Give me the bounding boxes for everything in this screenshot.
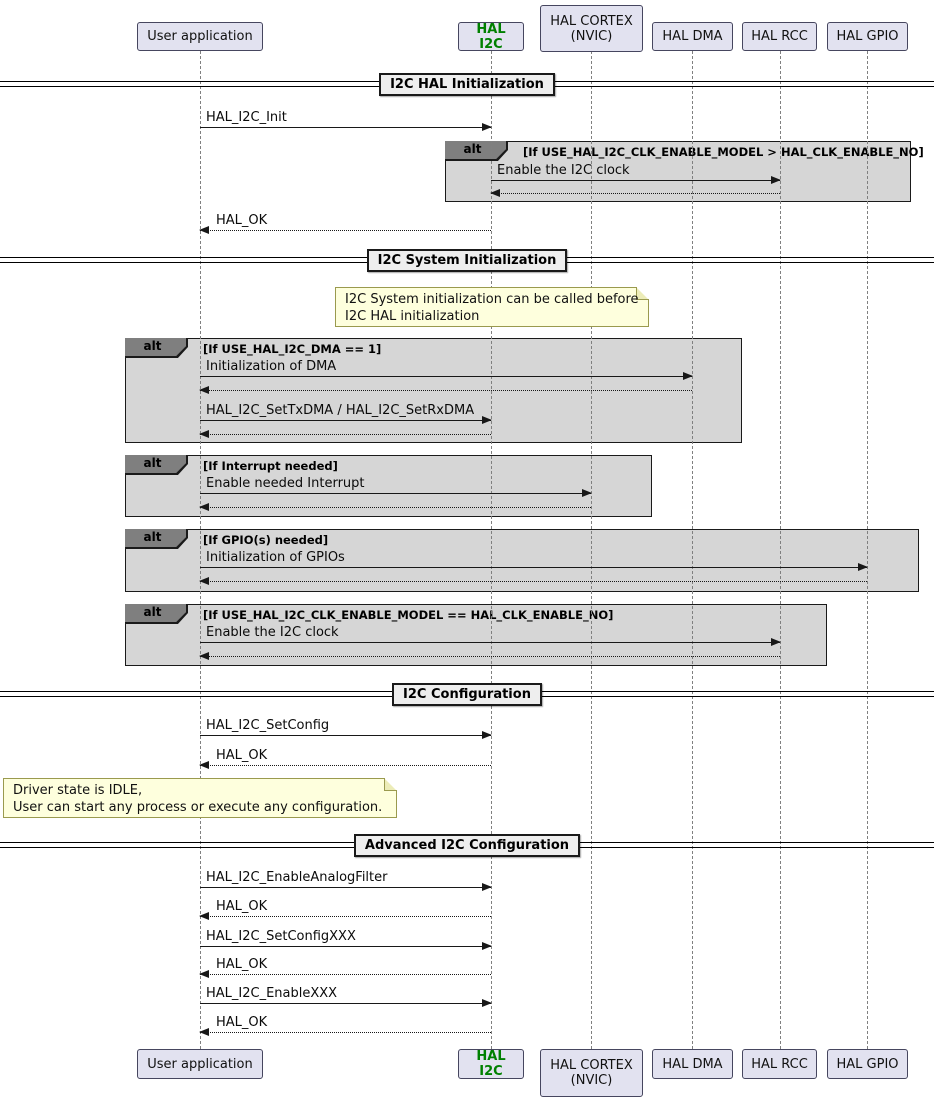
arrowhead-left-icon <box>490 189 500 197</box>
alt-operator-badge: alt <box>125 455 188 475</box>
alt-operator-badge: alt <box>125 529 188 549</box>
message-label: HAL_OK <box>216 957 268 972</box>
arrowhead-right-icon <box>482 999 492 1007</box>
alt-guard: [If USE_HAL_I2C_DMA == 1] <box>203 342 382 356</box>
arrowhead-left-icon <box>199 1028 209 1036</box>
divider-i2c-system-initialization: I2C System Initialization <box>0 248 934 272</box>
message-label: HAL_I2C_EnableAnalogFilter <box>206 870 388 885</box>
arrowhead-right-icon <box>771 638 781 646</box>
participant-hal-i2c-top: HAL I2C <box>458 22 524 52</box>
lifeline-hal-gpio <box>867 51 868 1049</box>
alt-fragment-interrupt: alt [If Interrupt needed] <box>125 455 652 517</box>
message-label: HAL_OK <box>216 748 268 763</box>
arrowhead-left-icon <box>199 577 209 585</box>
lifeline-hal-cortex <box>591 51 592 1049</box>
arrowhead-left-icon <box>199 503 209 511</box>
message-label: Enable the I2C clock <box>497 163 630 178</box>
message-label: HAL_I2C_SetConfigXXX <box>206 929 356 944</box>
message-label: Initialization of DMA <box>206 359 337 374</box>
arrowhead-right-icon <box>482 731 492 739</box>
note-driver-idle: Driver state is IDLE, User can start any… <box>3 778 397 818</box>
divider-advanced-i2c-configuration: Advanced I2C Configuration <box>0 833 934 857</box>
participant-hal-dma-top: HAL DMA <box>652 22 733 51</box>
participant-hal-gpio-top: HAL GPIO <box>827 22 908 51</box>
message-label: HAL_I2C_SetTxDMA / HAL_I2C_SetRxDMA <box>206 403 475 418</box>
message-label: HAL_I2C_Init <box>206 110 287 125</box>
arrowhead-right-icon <box>482 123 492 131</box>
participant-hal-rcc-top: HAL RCC <box>742 22 817 51</box>
arrowhead-right-icon <box>482 883 492 891</box>
message-label: HAL_OK <box>216 899 268 914</box>
participant-hal-dma-bottom: HAL DMA <box>652 1049 733 1079</box>
alt-guard: [If Interrupt needed] <box>203 459 338 473</box>
divider-label: I2C Configuration <box>392 682 542 706</box>
alt-guard: [If GPIO(s) needed] <box>203 533 329 547</box>
alt-operator-badge: alt <box>125 338 188 358</box>
lifeline-hal-rcc <box>780 51 781 1049</box>
arrowhead-left-icon <box>199 761 209 769</box>
message-label: Enable needed Interrupt <box>206 476 365 491</box>
message-label: Enable the I2C clock <box>206 625 339 640</box>
participant-hal-rcc-bottom: HAL RCC <box>742 1049 817 1079</box>
note-system-init: I2C System initialization can be called … <box>335 287 649 327</box>
note-line: Driver state is IDLE, <box>13 783 143 798</box>
note-line: I2C HAL initialization <box>345 309 480 324</box>
participant-hal-cortex-top: HAL CORTEX (NVIC) <box>540 5 643 52</box>
divider-label: I2C HAL Initialization <box>379 72 555 96</box>
participant-user-application-bottom: User application <box>137 1049 263 1079</box>
message-label: Initialization of GPIOs <box>206 550 345 565</box>
participant-hal-gpio-bottom: HAL GPIO <box>827 1049 908 1079</box>
arrowhead-right-icon <box>858 563 868 571</box>
note-fold-icon <box>636 287 649 300</box>
arrowhead-left-icon <box>199 386 209 394</box>
alt-fragment-clk-enable-gt: alt [If USE_HAL_I2C_CLK_ENABLE_MODEL > H… <box>445 141 924 202</box>
arrowhead-left-icon <box>199 226 209 234</box>
alt-fragment-clk-enable-eq: alt [If USE_HAL_I2C_CLK_ENABLE_MODEL == … <box>125 604 827 666</box>
message-label: HAL_OK <box>216 1015 268 1030</box>
lifeline-hal-dma <box>692 51 693 1049</box>
participant-hal-cortex-bottom: HAL CORTEX (NVIC) <box>540 1049 643 1097</box>
message-label: HAL_I2C_SetConfig <box>206 718 330 733</box>
alt-operator-badge: alt <box>445 141 508 161</box>
divider-label: I2C System Initialization <box>366 248 568 272</box>
arrowhead-right-icon <box>683 372 693 380</box>
participant-hal-i2c-bottom: HAL I2C <box>458 1049 524 1079</box>
divider-i2c-configuration: I2C Configuration <box>0 682 934 706</box>
message-label: HAL_OK <box>216 213 268 228</box>
arrowhead-left-icon <box>199 970 209 978</box>
lifeline-user-application <box>200 51 201 1049</box>
divider-i2c-hal-initialization: I2C HAL Initialization <box>0 72 934 96</box>
arrowhead-left-icon <box>199 430 209 438</box>
note-line: User can start any process or execute an… <box>13 800 383 815</box>
note-line: I2C System initialization can be called … <box>345 292 639 307</box>
arrowhead-left-icon <box>199 912 209 920</box>
arrowhead-left-icon <box>199 652 209 660</box>
alt-guard: [If USE_HAL_I2C_CLK_ENABLE_MODEL > HAL_C… <box>523 145 924 159</box>
arrowhead-right-icon <box>582 489 592 497</box>
note-fold-icon <box>384 778 397 791</box>
alt-guard: [If USE_HAL_I2C_CLK_ENABLE_MODEL == HAL_… <box>203 608 614 622</box>
participant-user-application-top: User application <box>137 22 263 51</box>
lifeline-hal-i2c <box>491 51 492 1049</box>
alt-operator-badge: alt <box>125 604 188 624</box>
divider-label: Advanced I2C Configuration <box>353 833 581 857</box>
arrowhead-right-icon <box>482 942 492 950</box>
arrowhead-right-icon <box>771 176 781 184</box>
arrowhead-right-icon <box>482 416 492 424</box>
message-label: HAL_I2C_EnableXXX <box>206 986 338 1001</box>
